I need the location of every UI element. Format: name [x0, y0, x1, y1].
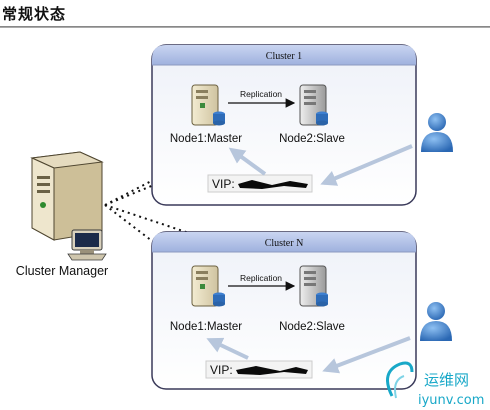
- vip-label: VIP:: [212, 177, 235, 191]
- page-title: 常规状态: [2, 5, 67, 23]
- master-server-icon: [191, 84, 225, 126]
- slave-node-label: Node2:Slave: [279, 321, 345, 333]
- cluster-1: Cluster 1 Replication Node1:Master Node2…: [151, 44, 417, 206]
- watermark-logo: 运维网 iyunv.com: [386, 361, 484, 408]
- redacted-ip: [238, 180, 308, 189]
- master-node-label: Node1:Master: [170, 133, 242, 145]
- cluster-manager-label: Cluster Manager: [16, 264, 108, 278]
- cluster-title: Cluster 1: [266, 51, 302, 62]
- slave-server-icon: [299, 84, 328, 126]
- replication-label: Replication: [240, 273, 282, 283]
- vip-label: VIP:: [210, 363, 233, 377]
- cluster-manager-server-icon: [30, 151, 104, 241]
- watermark-domain: iyunv.com: [418, 393, 484, 408]
- master-node-label: Node1:Master: [170, 321, 242, 333]
- vip-link-arrow: [206, 337, 249, 360]
- redacted-ip: [236, 366, 308, 375]
- title-divider: [0, 26, 490, 28]
- vip-link-arrow: [228, 147, 267, 176]
- cluster-n: Cluster N Replication Node1:Master Node2…: [151, 231, 417, 390]
- logo-swirl-icon: [386, 361, 414, 397]
- slave-node-label: Node2:Slave: [279, 133, 345, 145]
- master-server-icon: [191, 265, 225, 307]
- watermark-brand: 运维网: [424, 371, 469, 389]
- monitor-icon: [67, 229, 107, 261]
- client-arrow: [322, 336, 411, 374]
- user-icon: [421, 113, 453, 152]
- replication-label: Replication: [240, 89, 282, 99]
- user-icon: [420, 302, 452, 341]
- cluster-title: Cluster N: [265, 238, 304, 249]
- slave-server-icon: [299, 265, 328, 307]
- client-arrow: [320, 144, 413, 186]
